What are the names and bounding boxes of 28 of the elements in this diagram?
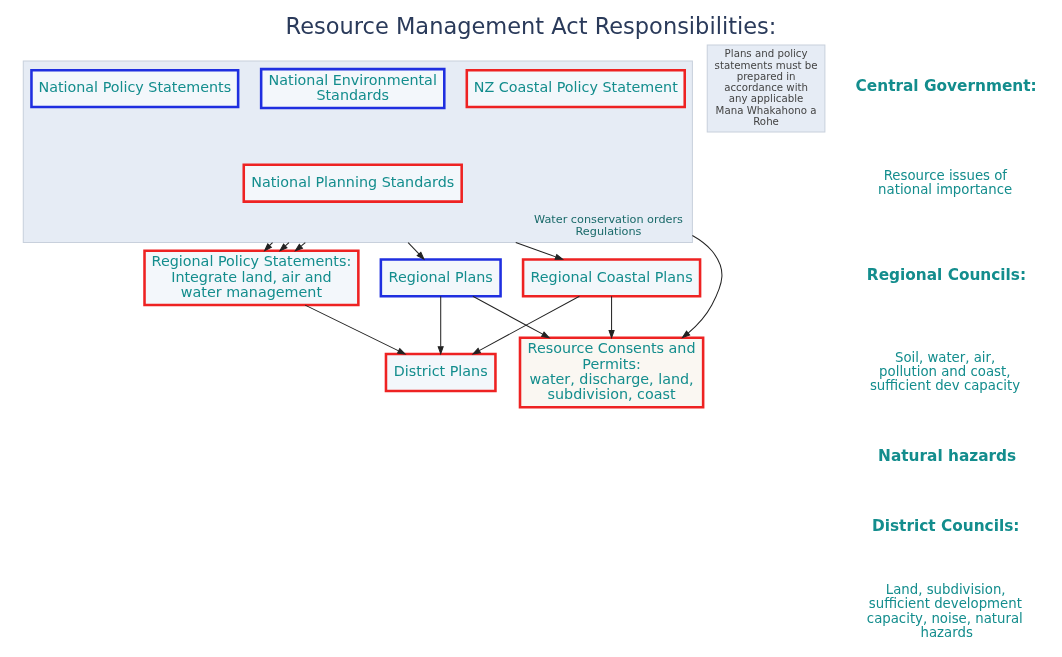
label: Soil, water, air, pollution and coast, sufficient dev capacity — [869, 349, 1021, 394]
label: Natural hazards — [878, 446, 1017, 465]
node-box: District Plans — [384, 352, 497, 393]
arrow — [608, 295, 615, 340]
arrow — [304, 304, 407, 355]
arrow — [278, 242, 290, 252]
label: Land, subdivision, sufficient development capacity, noise, natural hazards — [866, 581, 1023, 640]
node-box: National Planning Standards — [242, 163, 463, 203]
node-box: National Environmental Standards — [259, 67, 446, 110]
node-box: Regional Coastal Plans — [521, 258, 702, 298]
node-box: Plans and policy statements must be prepared in accordance with any applicable Mana Whakahono a Rohe — [706, 44, 826, 133]
arrow — [681, 234, 723, 339]
label: Central Government: — [855, 77, 1037, 96]
node-box: NZ Coastal Policy Statement — [465, 68, 686, 109]
label: District Councils: — [871, 516, 1020, 535]
arrow — [263, 242, 274, 252]
label: Regional Councils: — [866, 266, 1027, 285]
node-box: National Policy Statements — [30, 68, 240, 109]
arrow — [471, 295, 580, 355]
arrow — [294, 242, 306, 252]
node-box: Regional Plans — [379, 258, 502, 298]
arrow — [472, 295, 551, 339]
label: Resource issues of national importance — [878, 167, 1013, 197]
node-box: Regional Policy Statements: Integrate land, air and water management — [143, 249, 360, 307]
arrow — [407, 242, 425, 261]
arrow — [437, 295, 444, 356]
node-box: Resource Consents and Permits: water, discharge, land, subdivision, coast — [518, 336, 705, 409]
diagram-title: Resource Management Act Responsibilities: — [285, 13, 777, 40]
